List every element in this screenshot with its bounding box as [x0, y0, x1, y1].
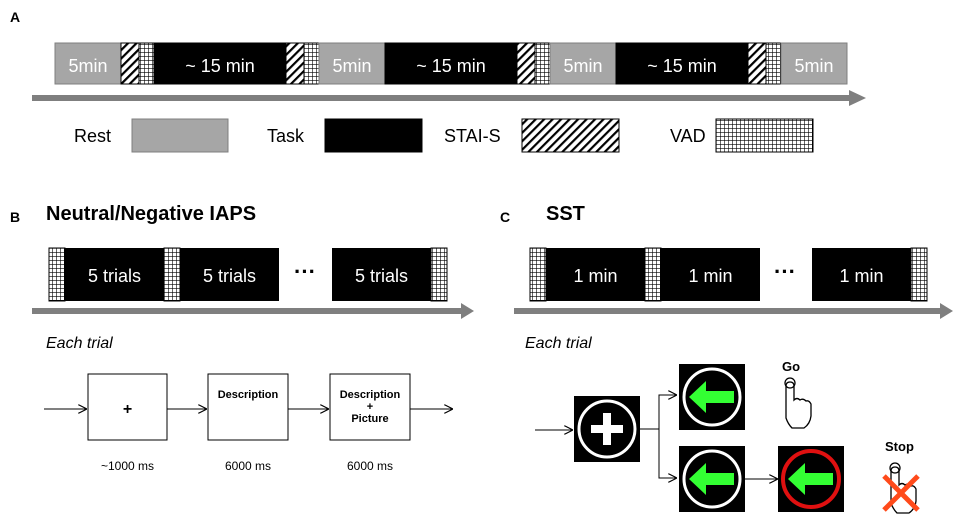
- panel-a-axis-arrow: [32, 90, 866, 106]
- timeline-segment-rest: [318, 42, 386, 85]
- timeline-block: [546, 248, 645, 301]
- legend-label-rest: Rest: [74, 126, 111, 146]
- stop-signal-arrow-icon: [778, 446, 844, 512]
- panel-c-axis-arrow: [514, 303, 953, 319]
- trial-screen-box: [207, 373, 289, 441]
- legend-label-task: Task: [267, 126, 305, 146]
- timeline-block-label: 1 min: [573, 266, 617, 286]
- panel-c-title: SST: [546, 203, 585, 225]
- timeline-segment-rest: [780, 42, 848, 85]
- panel-b-each-trial: Each trial: [46, 335, 113, 352]
- timeline-segment-vad: [644, 247, 662, 302]
- panel-c-trial-sequence: Go Stop: [535, 359, 920, 514]
- timeline-segment-rest: [549, 42, 617, 85]
- timeline-segment-task: [384, 42, 518, 85]
- panel-a-letter: A: [10, 9, 20, 25]
- timeline-segment-vad: [529, 247, 547, 302]
- timeline-segment-rest: [54, 42, 122, 85]
- timeline-segment-stai: [120, 42, 140, 85]
- timeline-block-label: 5 trials: [203, 266, 256, 286]
- panel-c-ellipsis: ···: [774, 259, 796, 284]
- stop-label: Stop: [885, 439, 914, 454]
- trial-screen-text: Description: [340, 389, 401, 401]
- panel-b-ellipsis: ···: [294, 259, 316, 284]
- trial-screen-text: +: [123, 401, 132, 418]
- timeline-segment-vad: [303, 42, 320, 85]
- timeline-segment-vad: [534, 42, 551, 85]
- go-arrow-icon: [679, 364, 745, 430]
- trial-screen-text: +: [367, 401, 373, 413]
- timeline-block: [180, 248, 279, 301]
- timeline-segment-label: ~ 15 min: [185, 56, 255, 76]
- timeline-block: [661, 248, 760, 301]
- go-arrow-icon-stop-trial: [679, 446, 745, 512]
- timeline-segment-label: 5min: [68, 56, 107, 76]
- panel-c-timeline: 1 min 1 min 1 min: [529, 247, 928, 302]
- trial-duration: ~1000 ms: [101, 459, 154, 473]
- panel-a-legend: Rest Task STAI-S VAD: [74, 118, 814, 153]
- timeline-segment-vad: [163, 247, 181, 302]
- panel-c-letter: C: [500, 209, 510, 225]
- legend-swatch-stai: [521, 118, 620, 153]
- timeline-segment-task: [615, 42, 749, 85]
- panel-a-timeline: 5min ~ 15 min 5min ~ 15 min 5min ~ 15 min 5min: [54, 42, 848, 85]
- panel-c-each-trial: Each trial: [525, 335, 592, 352]
- panel-b-timeline: 5 trials 5 trials 5 trials: [48, 247, 448, 302]
- legend-label-vad: VAD: [670, 126, 706, 146]
- legend-swatch-vad: [715, 118, 814, 153]
- timeline-block: [812, 248, 911, 301]
- timeline-block: [332, 248, 431, 301]
- legend-swatch-task: [324, 118, 423, 153]
- timeline-block: [65, 248, 164, 301]
- panel-b-letter: B: [10, 209, 20, 225]
- timeline-segment-vad: [48, 247, 66, 302]
- legend-label-stai: STAI-S: [444, 126, 501, 146]
- trial-duration: 6000 ms: [225, 459, 271, 473]
- go-label: Go: [782, 359, 800, 374]
- timeline-segment-task: [153, 42, 287, 85]
- timeline-segment-vad: [765, 42, 782, 85]
- withheld-hand-icon: [882, 462, 920, 514]
- press-hand-icon: [784, 377, 812, 429]
- timeline-segment-label: ~ 15 min: [647, 56, 717, 76]
- timeline-segment-label: 5min: [332, 56, 371, 76]
- timeline-segment-label: 5min: [563, 56, 602, 76]
- trial-screen-text: Picture: [351, 413, 388, 425]
- timeline-segment-label: ~ 15 min: [416, 56, 486, 76]
- timeline-segment-vad: [910, 247, 928, 302]
- timeline-block-label: 1 min: [688, 266, 732, 286]
- timeline-segment-vad: [138, 42, 155, 85]
- timeline-segment-label: 5min: [794, 56, 833, 76]
- panel-b-title: Neutral/Negative IAPS: [46, 203, 256, 225]
- timeline-block-label: 5 trials: [88, 266, 141, 286]
- timeline-segment-stai: [516, 42, 536, 85]
- panel-b-axis-arrow: [32, 303, 474, 319]
- timeline-segment-vad: [430, 247, 448, 302]
- trial-duration: 6000 ms: [347, 459, 393, 473]
- legend-swatch-rest: [131, 118, 229, 153]
- timeline-block-label: 5 trials: [355, 266, 408, 286]
- timeline-block-label: 1 min: [839, 266, 883, 286]
- fixation-cross-icon: [574, 396, 640, 462]
- trial-screen-text: Description: [218, 389, 279, 401]
- timeline-segment-stai: [747, 42, 767, 85]
- trial-screen-box: [329, 373, 411, 441]
- timeline-segment-stai: [285, 42, 305, 85]
- trial-screen-box: [87, 373, 168, 441]
